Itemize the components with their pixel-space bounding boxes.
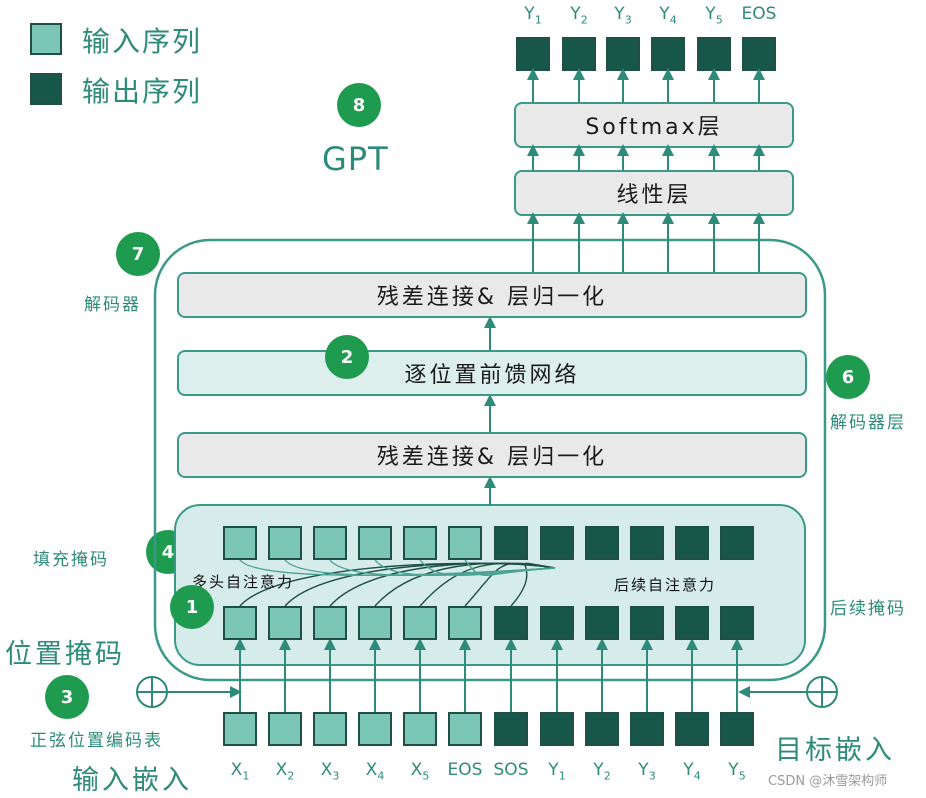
embedding-square — [540, 712, 574, 746]
badge-3: 3 — [45, 675, 89, 719]
top-output-label: Y5 — [705, 4, 723, 27]
decoder-layer-label: 解码器层 — [830, 413, 906, 433]
linear-layer-label: 线性层 — [616, 183, 692, 208]
attention-top-square — [268, 526, 302, 560]
attention-link — [510, 562, 556, 607]
padding-mask-label: 填充掩码 — [33, 550, 109, 570]
softmax-layer: Softmax层 — [514, 102, 794, 148]
legend-input-swatch — [30, 23, 62, 55]
attention-top-square — [494, 526, 528, 560]
attention-bottom-square — [403, 606, 437, 640]
attention-top-square — [630, 526, 664, 560]
attention-top-square — [540, 526, 574, 560]
attention-top-square — [720, 526, 754, 560]
embedding-square — [494, 712, 528, 746]
embedding-token-label: EOS — [447, 760, 483, 780]
embedding-token-label: X3 — [320, 760, 340, 783]
embedding-token-label: Y2 — [593, 760, 611, 783]
badge-8: 8 — [337, 83, 381, 127]
watermark: CSDN @沐雪架构师 — [768, 774, 888, 789]
legend-output-swatch — [30, 73, 62, 105]
subsequent-mask-label: 后续掩码 — [830, 599, 906, 619]
ffn-layer: 逐位置前馈网络 — [177, 350, 807, 396]
embedding-square — [630, 712, 664, 746]
add-norm-top-layer: 残差连接& 层归一化 — [177, 272, 807, 318]
attention-top-square — [675, 526, 709, 560]
linear-layer: 线性层 — [514, 170, 794, 216]
embedding-square — [720, 712, 754, 746]
embedding-square — [268, 712, 302, 746]
attention-bottom-square — [358, 606, 392, 640]
attention-bottom-square — [268, 606, 302, 640]
input-embedding-label: 输入嵌入 — [72, 765, 192, 796]
attention-top-square — [358, 526, 392, 560]
softmax-layer-label: Softmax层 — [585, 115, 723, 140]
attention-bottom-square — [540, 606, 574, 640]
top-output-square — [742, 37, 776, 71]
top-output-label: Y3 — [614, 4, 632, 27]
legend-output-label: 输出序列 — [82, 75, 203, 108]
badge-2: 2 — [325, 335, 369, 379]
attention-link — [464, 559, 556, 576]
attention-bottom-square — [448, 606, 482, 640]
attention-top-square — [448, 526, 482, 560]
embedding-token-label: X1 — [230, 760, 250, 783]
attention-bottom-square — [223, 606, 257, 640]
top-output-label: Y2 — [570, 4, 588, 27]
attention-top-square — [403, 526, 437, 560]
embedding-token-label: SOS — [493, 760, 529, 780]
embedding-token-label: X4 — [365, 760, 385, 783]
top-output-label: Y4 — [659, 4, 677, 27]
embedding-token-label: X5 — [410, 760, 430, 783]
attention-bottom-square — [494, 606, 528, 640]
attention-bottom-square — [720, 606, 754, 640]
top-output-label: EOS — [741, 4, 777, 24]
top-output-label: Y1 — [524, 4, 542, 27]
masked-attention-label: 后续自注意力 — [614, 576, 717, 594]
attention-bottom-square — [630, 606, 664, 640]
decoder-label: 解码器 — [84, 295, 141, 315]
add-norm-bottom-label: 残差连接& 层归一化 — [376, 445, 608, 470]
attention-top-square — [313, 526, 347, 560]
gpt-title: GPT — [322, 140, 389, 178]
attention-bottom-square — [313, 606, 347, 640]
legend-input-label: 输入序列 — [82, 25, 203, 58]
add-norm-top-label: 残差连接& 层归一化 — [376, 285, 608, 310]
attention-top-square — [223, 526, 257, 560]
embedding-square — [585, 712, 619, 746]
attention-top-square — [585, 526, 619, 560]
badge-6: 6 — [826, 355, 870, 399]
ffn-layer-label: 逐位置前馈网络 — [404, 363, 580, 388]
top-output-square — [606, 37, 640, 71]
embedding-square — [448, 712, 482, 746]
embedding-token-label: Y3 — [638, 760, 656, 783]
embedding-token-label: Y1 — [548, 760, 566, 783]
attention-bottom-square — [675, 606, 709, 640]
target-embedding-label: 目标嵌入 — [775, 735, 895, 766]
embedding-token-label: Y4 — [683, 760, 701, 783]
multi-head-attention-label: 多头自注意力 — [192, 573, 295, 591]
badge-1: 1 — [170, 585, 214, 629]
embedding-token-label: X2 — [275, 760, 295, 783]
embedding-square — [403, 712, 437, 746]
top-output-square — [516, 37, 550, 71]
embedding-square — [358, 712, 392, 746]
embedding-token-label: Y5 — [728, 760, 746, 783]
badge-7: 7 — [116, 232, 160, 276]
sinusoid-table-label: 正弦位置编码表 — [30, 731, 163, 751]
embedding-square — [675, 712, 709, 746]
add-norm-bottom-layer: 残差连接& 层归一化 — [177, 432, 807, 478]
embedding-square — [313, 712, 347, 746]
decoder-frame — [153, 238, 827, 682]
embedding-square — [223, 712, 257, 746]
attention-bottom-square — [585, 606, 619, 640]
positional-mask-label: 位置掩码 — [5, 639, 125, 670]
